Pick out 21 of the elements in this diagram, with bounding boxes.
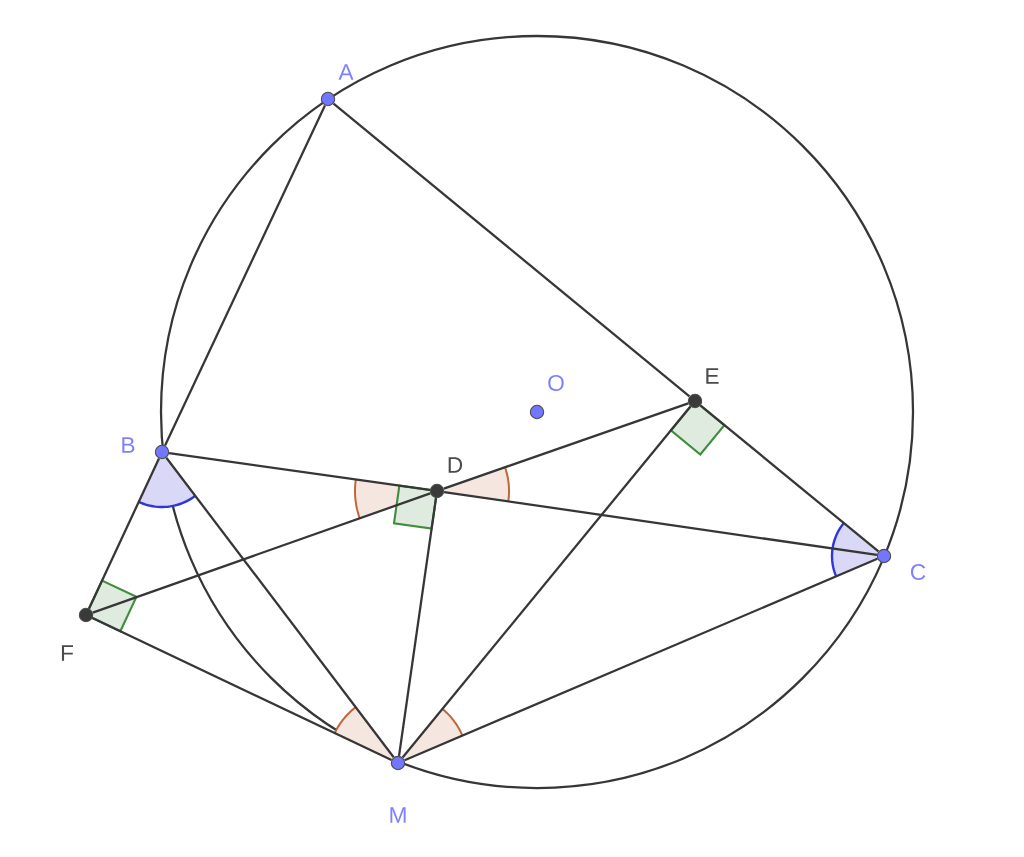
segment (443, 490, 878, 557)
segment (92, 492, 431, 614)
point-label: E (706, 368, 719, 384)
segment (401, 405, 692, 759)
segment (164, 105, 326, 446)
point-label: B (122, 437, 135, 453)
point-label: M (390, 807, 406, 823)
segment (699, 404, 880, 553)
segment (165, 457, 395, 758)
point-label: C (911, 564, 926, 581)
point-label: D (448, 457, 463, 473)
segment (92, 617, 392, 761)
point-label: F (61, 645, 73, 661)
segment (397, 498, 438, 757)
segment (332, 102, 691, 398)
point-label: O (548, 375, 564, 392)
segment (168, 451, 431, 492)
point-label: A (338, 64, 354, 80)
segment (443, 402, 689, 490)
segment (404, 557, 878, 762)
segment (88, 458, 160, 609)
